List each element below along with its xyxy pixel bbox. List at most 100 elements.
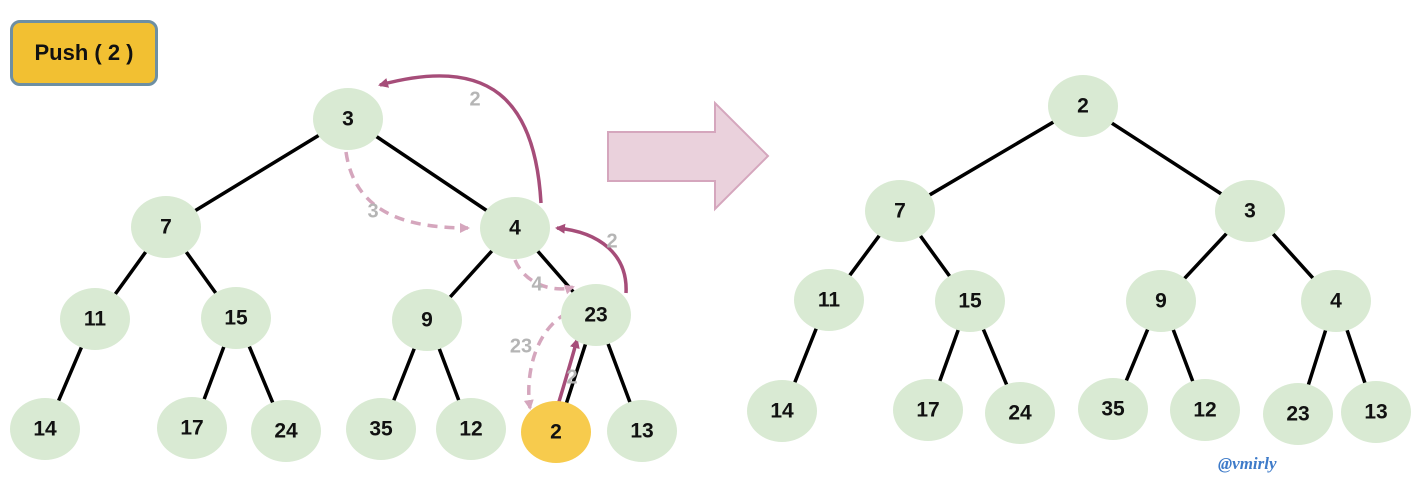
operation-badge: Push ( 2 ) (10, 20, 158, 86)
node-shape (313, 88, 383, 150)
tree-edge (436, 343, 462, 406)
heap-node: 17 (157, 397, 227, 459)
node-shape (985, 382, 1055, 444)
heap-node: 11 (794, 269, 864, 331)
node-shape (346, 398, 416, 460)
swap-arrows (344, 74, 628, 410)
heap-node: 4 (1301, 270, 1371, 332)
heap-node: 14 (747, 380, 817, 442)
node-shape (1263, 383, 1333, 445)
node-shape (794, 269, 864, 331)
tree-edge (370, 132, 493, 215)
tree-edge (916, 230, 954, 282)
heap-node: 7 (865, 180, 935, 242)
node-shape (1078, 378, 1148, 440)
node-label: 17 (180, 417, 203, 440)
tree-edge (1268, 228, 1318, 284)
swap-labels: 23 2 4 23 2 (367, 88, 617, 388)
node-label: 3 (342, 108, 354, 131)
tree-edge (1105, 118, 1228, 199)
node-shape (1126, 270, 1196, 332)
node-shape (1301, 270, 1371, 332)
node-label: 35 (369, 418, 393, 441)
swap-arrow-2-to-root (378, 74, 543, 204)
node-label: 23 (584, 304, 607, 327)
heap-node: 12 (436, 398, 506, 460)
tree-edge (563, 338, 589, 409)
node-label: 2 (550, 421, 562, 444)
node-shape (392, 289, 462, 351)
tree-edge (1305, 324, 1329, 391)
node-shape (1048, 75, 1118, 137)
node-label: 13 (630, 420, 653, 443)
heap-node: 3 (1215, 180, 1285, 242)
node-label: 11 (818, 289, 841, 312)
swap-arrow-2-to-4 (555, 223, 628, 294)
heap-node: 9 (392, 289, 462, 351)
node-label: 3 (1244, 200, 1256, 223)
heap-node: 15 (201, 287, 271, 349)
node-shape (60, 288, 130, 350)
tree-edge (936, 324, 962, 387)
node-shape (865, 180, 935, 242)
node-shape (251, 400, 321, 462)
swap-arrow-23-down (523, 311, 568, 410)
heap-node: 2 (1048, 75, 1118, 137)
tree-edge (390, 343, 418, 406)
heap-node: 24 (985, 382, 1055, 444)
node-shape (10, 398, 80, 460)
node-shape (1341, 381, 1411, 443)
heap-node: 13 (607, 400, 677, 462)
heap-node: 13 (1341, 381, 1411, 443)
tree-edge (201, 341, 227, 405)
node-label: 14 (770, 400, 794, 423)
heap-node: 23 (1263, 383, 1333, 445)
node-label: 13 (1364, 401, 1387, 424)
tree-edge (791, 323, 820, 388)
node-shape (157, 397, 227, 459)
node-label: 2 (1077, 95, 1089, 118)
heap-node: 7 (131, 196, 201, 258)
heap-node: 2 (521, 401, 591, 463)
node-label: 4 (509, 217, 521, 240)
tree-edge (181, 246, 221, 299)
heap-node: 4 (480, 197, 550, 259)
tree-edge (445, 245, 497, 303)
tree-edge (1123, 323, 1151, 387)
node-label: 4 (1330, 290, 1342, 313)
tree-edge (110, 246, 151, 300)
node-shape (1215, 180, 1285, 242)
heap-node: 14 (10, 398, 80, 460)
node-label: 15 (958, 290, 982, 313)
heap-node: 9 (1126, 270, 1196, 332)
swap-label: 23 (510, 335, 532, 357)
tree-edge (845, 230, 884, 281)
node-label: 24 (1008, 402, 1032, 425)
heap-node: 12 (1170, 379, 1240, 441)
swap-label: 2 (566, 366, 577, 388)
tree-edge (980, 323, 1010, 391)
node-shape (747, 380, 817, 442)
node-label: 12 (459, 418, 482, 441)
swap-label: 4 (531, 273, 543, 295)
tree-edge (189, 131, 325, 215)
heap-node: 24 (251, 400, 321, 462)
transition-arrow (607, 100, 770, 212)
node-label: 14 (33, 418, 57, 441)
node-label: 17 (916, 399, 939, 422)
node-label: 9 (421, 309, 433, 332)
swap-label: 2 (469, 88, 480, 110)
tree-edge (604, 338, 634, 408)
swap-arrow-3-down (344, 151, 470, 233)
node-shape (201, 287, 271, 349)
heap-node: 11 (60, 288, 130, 350)
node-shape (561, 284, 631, 346)
node-label: 11 (84, 308, 107, 331)
node-shape (935, 270, 1005, 332)
node-label: 35 (1101, 398, 1125, 421)
tree-edge (245, 340, 277, 409)
node-shape (436, 398, 506, 460)
